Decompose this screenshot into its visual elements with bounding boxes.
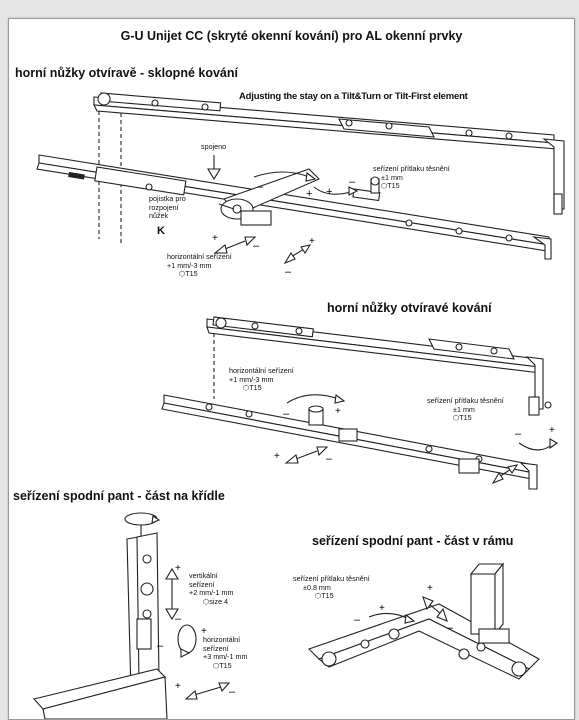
label-pojistka: pojistka pro rozpojení nůžek — [149, 194, 186, 221]
svg-text:+: + — [306, 188, 312, 200]
sheet-title: G-U Unijet CC (skryté okenní kování) pro… — [120, 29, 463, 43]
svg-text:+: + — [427, 583, 433, 594]
label-horiz1-range: +1 mm/-3 mm — [167, 260, 212, 270]
label-press3-title: seřízení přítlaku těsnění — [293, 574, 370, 583]
label-vert-title2: seřízení — [189, 579, 215, 589]
svg-text:+: + — [175, 563, 181, 574]
label-vert-tool: ⬡size 4 — [203, 596, 229, 606]
svg-text:+: + — [309, 236, 315, 247]
label-pojistka-line3: nůžek — [149, 211, 169, 220]
svg-text:–: – — [354, 614, 361, 626]
label-k: K — [157, 225, 165, 237]
label-press2-tool: ⬡T15 — [453, 413, 472, 422]
svg-text:+: + — [549, 425, 555, 436]
svg-text:–: – — [175, 613, 182, 625]
svg-text:–: – — [229, 686, 236, 698]
svg-text:–: – — [285, 266, 292, 278]
label-press2-range: ±1 mm — [453, 404, 475, 414]
torx-icon: ⬡ — [381, 181, 388, 190]
svg-text:–: – — [515, 428, 522, 440]
label-vert-range: +2 mm/-1 mm — [189, 588, 234, 597]
label-spojeno: spojeno — [201, 142, 227, 151]
svg-text:+: + — [212, 233, 218, 244]
label-press-adjust-2: seřízení přítlaku těsnění ±1 mm ⬡T15 — [427, 396, 504, 423]
torx-icon: ⬡ — [315, 591, 322, 600]
label-horiz3-title: horizontální — [203, 635, 241, 644]
torx-icon: ⬡ — [179, 269, 186, 278]
instruction-sheet: – + + – + – + – — [8, 18, 575, 720]
label-horiz3-title2: seřízení — [203, 643, 229, 653]
label-vertical-adjust: vertikální seřízení +2 mm/-1 mm ⬡size 4 — [189, 571, 234, 606]
svg-text:+: + — [335, 406, 341, 417]
label-press1-tool: ⬡T15 — [381, 181, 400, 190]
svg-text:+: + — [326, 186, 332, 198]
svg-text:–: – — [447, 622, 454, 634]
svg-text:–: – — [253, 240, 260, 252]
label-press-adjust-1: seřízení přítlaku těsnění ±1 mm ⬡T15 — [373, 164, 450, 191]
label-press3-tool: ⬡T15 — [315, 591, 334, 600]
label-press-adjust-3: seřízení přítlaku těsnění ±0.8 mm ⬡T15 — [293, 574, 370, 601]
hardware-drawing: – + + – + – + – — [32, 92, 565, 719]
label-press1-range: ±1 mm — [381, 172, 403, 182]
label-pojistka-line2: rozpojení — [149, 202, 179, 212]
label-press1-title: seřízení přítlaku těsnění — [373, 164, 450, 173]
svg-text:–: – — [283, 408, 290, 420]
turn-stay-drawing: – + + – – + — [161, 316, 559, 490]
svg-text:–: – — [257, 181, 264, 193]
torx-icon: ⬡ — [213, 660, 220, 670]
label-horiz2-tool: ⬡T15 — [243, 383, 262, 392]
torx-icon: ⬡ — [243, 383, 250, 392]
svg-text:–: – — [326, 453, 333, 465]
label-horizontal-adjust-2: horizontální seřízení +1 mm/-3 mm ⬡T15 — [229, 366, 294, 393]
label-horiz2-title: horizontální seřízení — [229, 366, 294, 375]
sash-hinge-drawing: + – – + + – — [32, 512, 236, 719]
label-horizontal-adjust-3: horizontální seřízení +3 mm/-1 mm ⬡T15 — [203, 635, 248, 670]
label-vert-title: vertikální — [189, 571, 218, 580]
label-press3-range: ±0.8 mm — [303, 582, 331, 592]
label-horiz3-range: +3 mm/-1 mm — [203, 652, 248, 661]
label-horiz1-title: horizontální seřízení — [167, 252, 232, 261]
label-horizontal-adjust-1: horizontální seřízení +1 mm/-3 mm ⬡T15 — [167, 252, 232, 279]
label-horiz1-tool: ⬡T15 — [179, 269, 198, 278]
label-horiz2-range: +1 mm/-3 mm — [229, 374, 274, 384]
svg-text:–: – — [157, 640, 164, 652]
english-caption: Adjusting the stay on a Tilt&Turn or Til… — [239, 91, 468, 102]
frame-hinge-drawing: + – + – — [307, 562, 540, 680]
svg-text:+: + — [175, 681, 181, 692]
label-horiz3-tool: ⬡T15 — [213, 660, 232, 670]
tilt-turn-stay-drawing: – + + – + – + – — [36, 92, 565, 278]
svg-text:+: + — [379, 603, 385, 614]
hex-key-icon: ⬡ — [203, 596, 210, 606]
section-title-frame-hinge: seřízení spodní pant - část v rámu — [312, 534, 514, 548]
section-title-tilt-turn: horní nůžky otvíravě - sklopné kování — [15, 66, 238, 80]
section-title-turn: horní nůžky otvíravé kování — [327, 301, 492, 315]
torx-icon: ⬡ — [453, 413, 460, 422]
svg-text:–: – — [349, 176, 356, 188]
label-press2-title: seřízení přítlaku těsnění — [427, 396, 504, 405]
label-pojistka-line1: pojistka pro — [149, 194, 186, 203]
svg-text:+: + — [201, 626, 207, 637]
section-title-sash-hinge: seřízení spodní pant - část na křídle — [13, 489, 225, 503]
svg-text:+: + — [274, 451, 280, 462]
